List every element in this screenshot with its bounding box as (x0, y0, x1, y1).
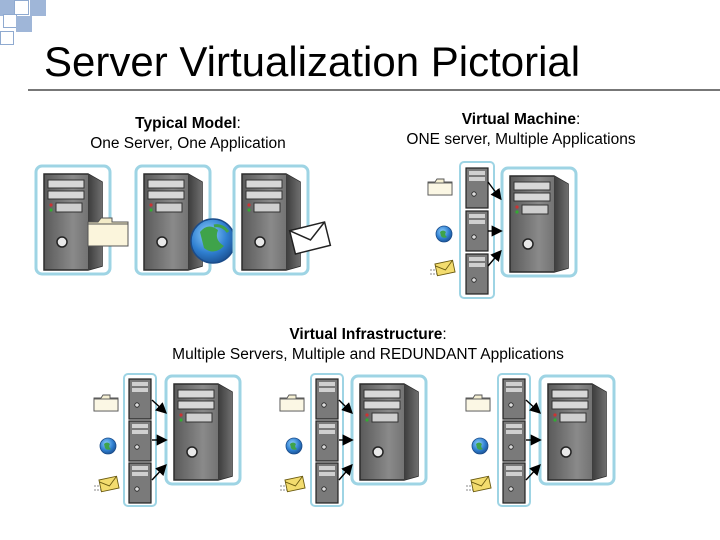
globe-icon (471, 437, 489, 455)
virtual-machine-caption: Virtual Machine: ONE server, Multiple Ap… (370, 110, 672, 150)
folder-icon (93, 394, 119, 412)
vm-slot (128, 378, 152, 420)
mail-icon (429, 259, 456, 277)
vm-slot (502, 420, 526, 462)
mail-icon (279, 475, 306, 493)
infrastructure-cluster (93, 373, 242, 507)
vm-slot (502, 378, 526, 420)
typical-model-subtitle: One Server, One Application (90, 135, 286, 152)
mail-icon (288, 221, 332, 255)
vm-slot (128, 420, 152, 462)
folder-icon (465, 394, 491, 412)
globe-icon (435, 225, 453, 243)
vm-slot (128, 462, 152, 504)
server-icon (232, 164, 310, 276)
globe-icon (99, 437, 117, 455)
server-icon (164, 374, 242, 486)
caption-colon: : (575, 111, 581, 128)
corner-decoration-square (30, 0, 46, 16)
mail-icon (465, 475, 492, 493)
title-divider (28, 89, 720, 91)
vm-slot (315, 462, 339, 504)
virtual-infrastructure-heading: Virtual Infrastructure (289, 326, 443, 343)
vm-slot (502, 462, 526, 504)
vm-slot (465, 210, 489, 252)
server-icon (500, 166, 578, 278)
folder-icon (279, 394, 305, 412)
virtual-machine-subtitle: ONE server, Multiple Applications (406, 131, 636, 148)
virtual-machine-heading: Virtual Machine (461, 111, 576, 128)
globe-icon (285, 437, 303, 455)
mail-icon (93, 475, 120, 493)
virtual-machine-group (427, 161, 578, 299)
folder-icon (427, 178, 453, 196)
corner-decoration-square (14, 0, 29, 15)
corner-decoration-square (0, 31, 14, 45)
slide-title: Server Virtualization Pictorial (44, 38, 581, 85)
typical-model-caption: Typical Model: One Server, One Applicati… (40, 114, 336, 154)
folder-icon (87, 217, 129, 247)
vm-slot (465, 253, 489, 295)
caption-colon: : (442, 326, 447, 343)
corner-decoration-square (16, 16, 32, 32)
infrastructure-cluster (279, 373, 428, 507)
caption-colon: : (236, 115, 241, 132)
vm-slot (465, 167, 489, 209)
vm-slot (315, 378, 339, 420)
virtual-infrastructure-caption: Virtual Infrastructure: Multiple Servers… (110, 325, 626, 365)
globe-icon (190, 218, 236, 264)
vm-slot (315, 420, 339, 462)
server-icon (350, 374, 428, 486)
virtual-infrastructure-subtitle: Multiple Servers, Multiple and REDUNDANT… (172, 346, 564, 363)
infrastructure-cluster (465, 373, 616, 507)
typical-model-heading: Typical Model (135, 115, 237, 132)
server-icon (538, 374, 616, 486)
